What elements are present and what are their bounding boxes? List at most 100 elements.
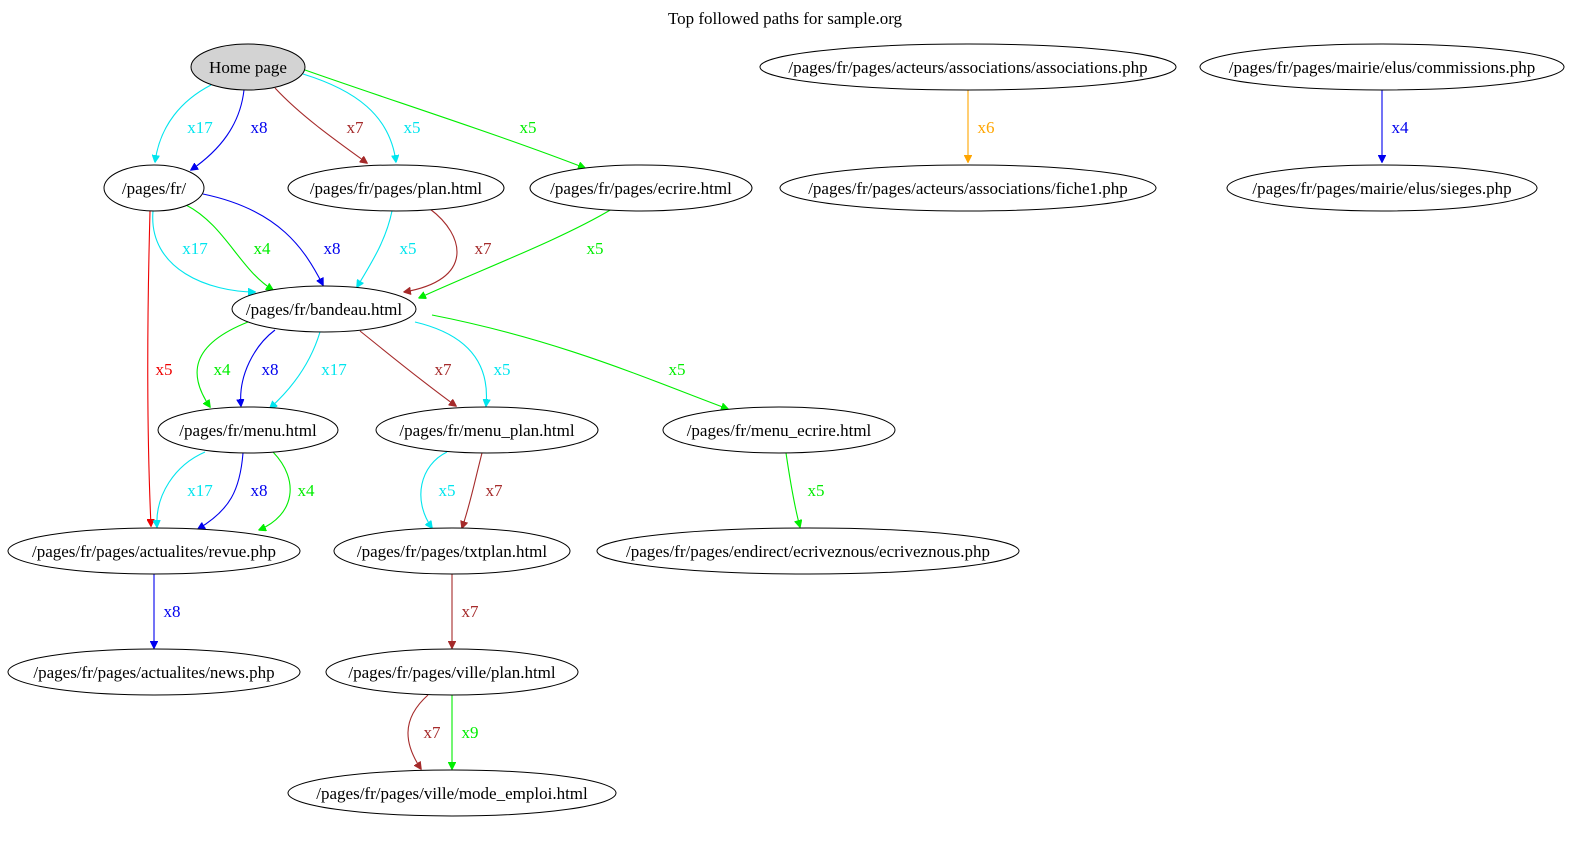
node-ellipse[interactable]: [325, 648, 579, 696]
edge-ecrire-to-bandeau: [419, 208, 613, 298]
edge-label: x5: [669, 360, 686, 379]
edge-label: x6: [978, 118, 995, 137]
edge-label: x7: [435, 360, 453, 379]
node-revue[interactable]: /pages/fr/pages/actualites/revue.php: [7, 527, 301, 575]
edge-label: x5: [587, 239, 604, 258]
node-fiche1[interactable]: /pages/fr/pages/acteurs/associations/fic…: [779, 164, 1157, 212]
edge-label: x7: [462, 602, 480, 621]
node-label: /pages/fr/menu.html: [179, 421, 317, 440]
edge-bandeau-to-menu_ecrire: [431, 314, 728, 409]
node-assoc[interactable]: /pages/fr/pages/acteurs/associations/ass…: [759, 43, 1177, 91]
node-label: /pages/fr/pages/actualites/news.php: [33, 663, 274, 682]
node-ellipse[interactable]: [287, 164, 505, 212]
node-menu_ecrire[interactable]: /pages/fr/menu_ecrire.html: [662, 406, 896, 454]
edge-home-to-fr: [191, 89, 245, 170]
edge-fr-to-bandeau: [152, 210, 255, 292]
edge-menu-to-revue: [157, 451, 206, 527]
edge-fr-to-bandeau: [202, 193, 323, 285]
edge-label: x5: [400, 239, 417, 258]
edge-label: x4: [1392, 118, 1410, 137]
node-label: /pages/fr/: [122, 179, 186, 198]
edge-label: x5: [404, 118, 421, 137]
edge-plan-to-bandeau: [357, 210, 393, 287]
edge-label: x5: [439, 481, 456, 500]
node-label: /pages/fr/pages/acteurs/associations/fic…: [808, 179, 1128, 198]
node-ellipse[interactable]: [759, 43, 1177, 91]
node-menu[interactable]: /pages/fr/menu.html: [157, 406, 339, 454]
edge-bandeau-to-menu: [196, 321, 249, 407]
node-mode_emploi[interactable]: /pages/fr/pages/ville/mode_emploi.html: [287, 769, 617, 817]
node-label: /pages/fr/pages/ecrire.html: [550, 179, 732, 198]
node-label: /pages/fr/pages/acteurs/associations/ass…: [788, 58, 1147, 77]
edge-home-to-fr: [155, 84, 212, 162]
node-label: /pages/fr/bandeau.html: [246, 300, 403, 319]
node-label: /pages/fr/pages/plan.html: [310, 179, 483, 198]
edge-ville_plan-to-mode_emploi: [407, 694, 429, 769]
edge-label: x5: [520, 118, 537, 137]
edge-label: x7: [347, 118, 365, 137]
node-ellipse[interactable]: [779, 164, 1157, 212]
edge-label: x9: [462, 723, 479, 742]
node-ellipse[interactable]: [662, 406, 896, 454]
node-label: /pages/fr/pages/ville/mode_emploi.html: [316, 784, 588, 803]
node-label: /pages/fr/pages/actualites/revue.php: [32, 542, 276, 561]
node-label: /pages/fr/pages/txtplan.html: [357, 542, 548, 561]
node-ecriveznous[interactable]: /pages/fr/pages/endirect/ecriveznous/ecr…: [596, 527, 1020, 575]
edge-bandeau-to-menu: [270, 331, 321, 408]
node-ellipse[interactable]: [7, 648, 301, 696]
node-txtplan[interactable]: /pages/fr/pages/txtplan.html: [333, 527, 571, 575]
node-menu_plan[interactable]: /pages/fr/menu_plan.html: [375, 406, 599, 454]
node-ellipse[interactable]: [1226, 164, 1538, 212]
node-ellipse[interactable]: [157, 406, 339, 454]
node-label: /pages/fr/menu_ecrire.html: [687, 421, 872, 440]
node-ellipse[interactable]: [375, 406, 599, 454]
edges-layer: [148, 69, 1382, 769]
edge-label: x17: [321, 360, 347, 379]
edge-label: x17: [187, 481, 213, 500]
edge-label: x7: [486, 481, 504, 500]
nodes-layer: Home page/pages/fr/ /pages/fr/pages/plan.…: [7, 43, 1565, 817]
node-ellipse[interactable]: [1199, 43, 1565, 91]
node-sieges[interactable]: /pages/fr/pages/mairie/elus/sieges.php: [1226, 164, 1538, 212]
node-ellipse[interactable]: [103, 164, 205, 212]
node-ellipse[interactable]: [333, 527, 571, 575]
node-ellipse[interactable]: [596, 527, 1020, 575]
edge-menu-to-revue: [259, 451, 291, 530]
edge-menu_plan-to-txtplan: [420, 451, 448, 528]
node-label: /pages/fr/pages/mairie/elus/sieges.php: [1252, 179, 1511, 198]
node-ellipse[interactable]: [231, 285, 417, 333]
edge-label: x5: [156, 360, 173, 379]
edge-home-to-plan: [302, 73, 396, 162]
node-ellipse[interactable]: [529, 164, 753, 212]
node-ellipse[interactable]: [287, 769, 617, 817]
edge-label: x5: [808, 481, 825, 500]
node-ellipse[interactable]: [190, 43, 306, 91]
edge-home-to-ecrire: [304, 69, 585, 168]
node-commissions[interactable]: /pages/fr/pages/mairie/elus/commissions.…: [1199, 43, 1565, 91]
edge-bandeau-to-menu_plan: [359, 330, 456, 406]
node-ellipse[interactable]: [7, 527, 301, 575]
edge-fr-to-revue: [148, 210, 151, 526]
node-ecrire[interactable]: /pages/fr/pages/ecrire.html: [529, 164, 753, 212]
node-home[interactable]: Home page: [190, 43, 306, 91]
node-label: /pages/fr/pages/mairie/elus/commissions.…: [1229, 58, 1535, 77]
node-fr[interactable]: /pages/fr/: [103, 164, 205, 212]
edge-fr-to-bandeau: [185, 204, 273, 290]
node-plan[interactable]: /pages/fr/pages/plan.html: [287, 164, 505, 212]
node-bandeau[interactable]: /pages/fr/bandeau.html: [231, 285, 417, 333]
edge-home-to-plan: [274, 87, 367, 163]
node-label: /pages/fr/pages/endirect/ecriveznous/ecr…: [626, 542, 990, 561]
node-label: /pages/fr/menu_plan.html: [399, 421, 574, 440]
edge-label: x17: [182, 239, 208, 258]
edge-label: x7: [424, 723, 442, 742]
edge-label: x17: [187, 118, 213, 137]
edge-label: x4: [214, 360, 232, 379]
node-news[interactable]: /pages/fr/pages/actualites/news.php: [7, 648, 301, 696]
node-ville_plan[interactable]: /pages/fr/pages/ville/plan.html: [325, 648, 579, 696]
edge-label: x8: [262, 360, 279, 379]
edge-plan-to-bandeau: [404, 208, 458, 292]
edge-label: x8: [324, 239, 341, 258]
edge-label: x8: [251, 481, 268, 500]
